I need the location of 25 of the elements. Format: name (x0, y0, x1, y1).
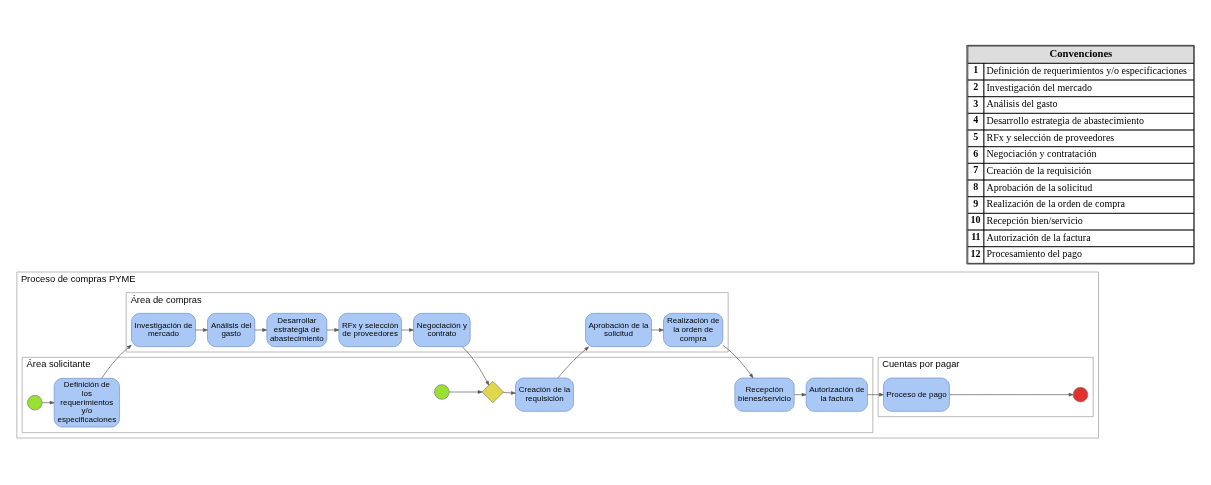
label: 7 (973, 163, 979, 175)
label: 11 (971, 230, 981, 242)
label: 6 (973, 147, 979, 159)
label: Recepción bien/servicio (986, 214, 1083, 226)
label: Creación de la requisición (986, 164, 1092, 176)
label: RFx y selección de proveedores (986, 131, 1115, 143)
label: Desarrollo estrategia de abastecimiento (986, 114, 1144, 126)
label: Realización de la orden de compra (986, 197, 1126, 209)
label: Análisis del gasto (986, 97, 1058, 109)
label: 12 (970, 247, 981, 259)
label: Procesamiento del pago (986, 247, 1083, 259)
label: 5 (973, 130, 979, 142)
label: Autorización de la factura (986, 231, 1091, 243)
label: Aprobación de la solicitud (986, 181, 1093, 193)
label: 10 (970, 213, 981, 225)
label: 3 (973, 97, 979, 109)
label: 2 (973, 80, 979, 92)
label: 9 (973, 197, 979, 209)
label: 8 (973, 180, 979, 192)
label: 4 (973, 113, 979, 125)
label: Convenciones (1049, 47, 1113, 59)
label: Negociación y contratación (986, 147, 1097, 159)
label: Definición de requerimientos y/o especificaciones (986, 64, 1187, 76)
label: Investigación del mercado (986, 81, 1093, 93)
label: 1 (973, 63, 979, 75)
